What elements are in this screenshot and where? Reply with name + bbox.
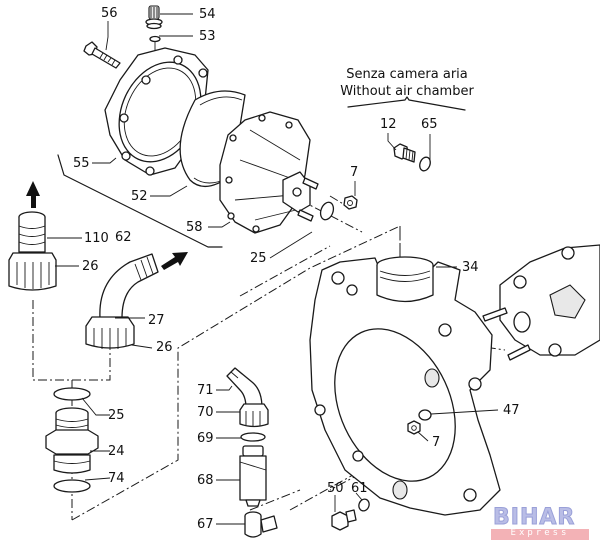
- part-25-oring-lower: [53, 387, 91, 401]
- callout-54: 54: [199, 7, 216, 22]
- assembly-bracket-62: [57, 154, 223, 248]
- callout-12: 12: [380, 117, 397, 132]
- callout-71: 71: [197, 383, 214, 398]
- callout-47: 47: [503, 403, 520, 418]
- callout-67: 67: [197, 517, 214, 532]
- air-chamber-note: Senza camera aria Without air chamber: [340, 66, 474, 100]
- watermark-subtitle: Express: [510, 528, 570, 538]
- callout-68: 68: [197, 473, 214, 488]
- part-7-nut-lower: [407, 420, 421, 435]
- part-34-pump-head: [309, 256, 501, 516]
- callout-25-lower: 25: [108, 408, 125, 423]
- callout-61: 61: [351, 481, 368, 496]
- watermark-band: [491, 529, 589, 540]
- part-54-air-valve: [145, 5, 163, 30]
- callout-56: 56: [101, 6, 118, 21]
- part-61-oring: [358, 498, 370, 512]
- part-56-bolt: [83, 41, 121, 69]
- callout-26-lower: 26: [156, 340, 173, 355]
- watermark-title: BIHAR: [492, 505, 576, 531]
- part-50-drain-plug: [331, 509, 357, 531]
- callout-69: 69: [197, 431, 214, 446]
- callout-25-upper: 25: [250, 251, 267, 266]
- callout-58: 58: [186, 220, 203, 235]
- part-24-threaded-union: [45, 407, 99, 474]
- callout-26-upper: 26: [82, 259, 99, 274]
- callout-50: 50: [327, 481, 344, 496]
- part-26-ring-nut-lower: [85, 316, 135, 350]
- part-58-chamber-housing: [219, 111, 319, 234]
- part-69-oring: [240, 432, 266, 442]
- part-53-washer: [149, 35, 161, 43]
- pump-body-partial: [482, 244, 600, 361]
- callout-65: 65: [421, 117, 438, 132]
- callout-53: 53: [199, 29, 216, 44]
- callout-74: 74: [108, 471, 125, 486]
- part-47-washer: [418, 409, 432, 421]
- callout-24: 24: [108, 444, 125, 459]
- callout-70: 70: [197, 405, 214, 420]
- leader-lines: [47, 13, 499, 525]
- note-english: Without air chamber: [340, 84, 474, 99]
- flow-arrow-right-icon: [161, 252, 188, 270]
- part-12-plug: [393, 143, 416, 163]
- part-27-elbow-fitting: [99, 253, 159, 319]
- callout-7-lower: 7: [432, 435, 441, 450]
- watermark-logo: BIHAR Express: [489, 503, 593, 543]
- note-brace: [347, 96, 466, 111]
- part-71-elbow-fitting: [226, 367, 263, 409]
- part-74-oring: [53, 479, 91, 493]
- part-70-ring-nut: [239, 403, 269, 428]
- part-65-oring: [419, 156, 431, 172]
- callout-110: 110: [84, 231, 109, 246]
- part-67-elbow-connector: [244, 511, 278, 538]
- callout-27: 27: [148, 313, 165, 328]
- part-7-nut-upper: [343, 195, 358, 210]
- part-26-ring-nut-upper: [8, 252, 57, 291]
- callout-62: 62: [115, 230, 132, 245]
- note-italian: Senza camera aria: [346, 67, 468, 82]
- part-25-oring-upper: [319, 201, 335, 221]
- callout-34: 34: [462, 260, 479, 275]
- part-68-valve-body: [239, 445, 267, 507]
- flow-arrow-up-icon: [26, 181, 40, 208]
- callout-52: 52: [131, 189, 148, 204]
- callout-7-upper: 7: [350, 165, 359, 180]
- callout-55: 55: [73, 156, 90, 171]
- part-110-straight-fitting: [18, 211, 46, 253]
